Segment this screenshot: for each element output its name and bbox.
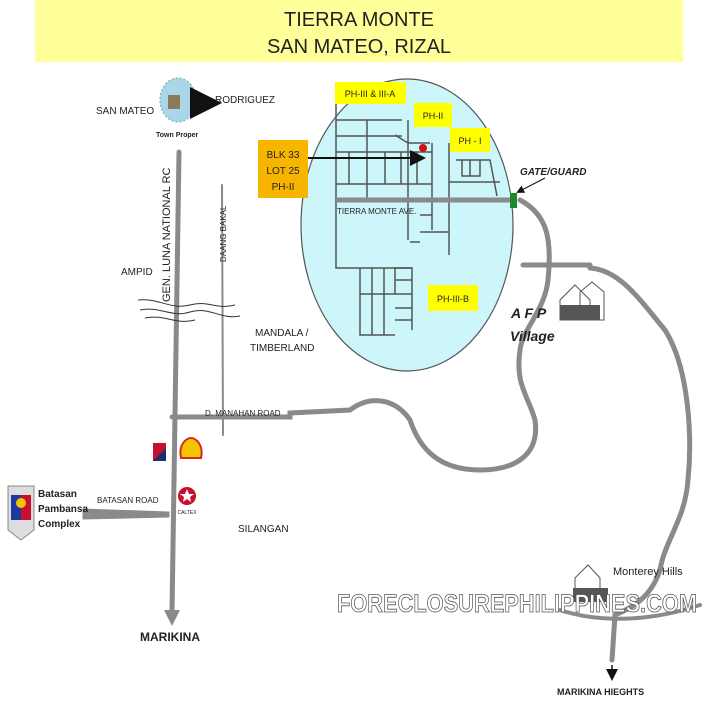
river-icon [137, 299, 241, 322]
daang-bakal-road [221, 184, 224, 436]
batasan-road-label: BATASAN ROAD [97, 496, 159, 505]
batasan-label-1: Batasan [38, 489, 77, 500]
title-line-2: SAN MATEO, RIZAL [267, 36, 451, 58]
marikina-label: MARIKINA [140, 630, 200, 644]
afp-road [520, 262, 693, 663]
tierra-monte-subdivision [300, 78, 514, 372]
phase-labels: PH-III & III-A PH-II PH - I PH-III-B [335, 82, 490, 311]
watermark: FORECLOSUREPHILIPPINES.COM [337, 590, 697, 618]
gate-guard-marker [510, 193, 517, 208]
mandala-label-1: MANDALA / [255, 328, 309, 339]
silangan-label: SILANGAN [238, 524, 289, 535]
shell-icon [179, 436, 203, 459]
gen-luna-arrowhead [164, 610, 180, 626]
lot-location-marker[interactable] [419, 144, 427, 152]
batasan-label-3: Complex [38, 519, 81, 530]
phase-3-label: PH-III & III-A [345, 89, 396, 99]
batasan-label-2: Pambansa [38, 504, 88, 515]
title-line-1: TIERRA MONTE [284, 9, 434, 31]
afp-village-icon [559, 281, 605, 321]
batasan-road [82, 508, 170, 520]
ampid-label: AMPID [121, 267, 153, 278]
gen-luna-road [169, 149, 182, 615]
gate-arrow [516, 177, 546, 193]
phase-3b-label: PH-III-B [437, 294, 469, 304]
monterey-road [558, 603, 702, 621]
roads [82, 149, 702, 663]
afp-label-1: A F P [510, 305, 547, 321]
tierra-monte-ave-label: TIERRA MONTE AVE. [337, 207, 416, 216]
phase-1-label: PH - I [458, 136, 481, 146]
caltex-label: CALTEX [177, 510, 197, 516]
monterey-hills-label: Monterey Hills [613, 566, 683, 578]
svg-text:PH-II: PH-II [272, 182, 295, 193]
lot-label: BLK 33 LOT 25 PH-II [258, 140, 308, 198]
svg-text:BLK 33: BLK 33 [267, 150, 300, 161]
manahan-label: D. MANAHAN ROAD [205, 409, 281, 418]
rodriguez-label: RODRIGUEZ [215, 95, 275, 106]
marikina-heights-label: MARIKINA HIEGHTS [557, 687, 644, 697]
san-mateo-label: SAN MATEO [96, 106, 154, 117]
afp-label-2: Village [510, 328, 555, 344]
gate-label: GATE/GUARD [520, 167, 586, 178]
town-proper-label: Town Proper [156, 132, 199, 139]
mandala-label-2: TIMBERLAND [250, 343, 314, 354]
daang-bakal-label: DAANG BAKAL [219, 205, 228, 262]
svg-text:LOT 25: LOT 25 [266, 166, 300, 177]
phase-2-label: PH-II [423, 111, 444, 121]
batasan-seal-icon [7, 485, 35, 541]
monterey-hills-icon [573, 564, 608, 602]
gen-luna-label: GEN. LUNA NATIONAL RC [161, 167, 173, 302]
manahan-road [169, 197, 552, 473]
subdivision-streets [335, 100, 500, 336]
title-banner [35, 0, 683, 62]
